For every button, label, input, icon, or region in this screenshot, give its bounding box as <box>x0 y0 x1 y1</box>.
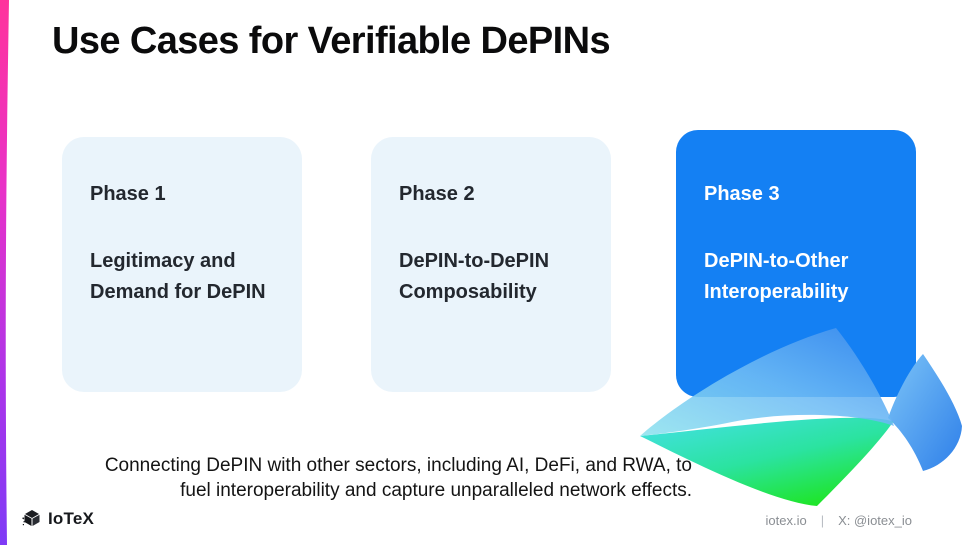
phase-card-1: Phase 1 Legitimacy and Demand for DePIN <box>62 137 302 392</box>
phase-label: Phase 1 <box>90 183 166 205</box>
footer-links: iotex.io | X: @iotex_io <box>766 513 913 528</box>
footer-website: iotex.io <box>765 513 807 528</box>
card-title-line: Interoperability <box>704 281 849 303</box>
logo-text: IoTeX <box>48 509 95 528</box>
iotex-logo: IoTeX <box>22 507 94 531</box>
card-title-line: DePIN-to-Other <box>704 250 849 272</box>
card-title-line: Composability <box>399 281 537 303</box>
card-title-line: Legitimacy and <box>90 250 236 272</box>
summary-line-2: fuel interoperability and capture unpara… <box>180 480 692 501</box>
summary-text: Connecting DePIN with other sectors, inc… <box>88 453 692 503</box>
phase-card-2: Phase 2 DePIN-to-DePIN Composability <box>371 137 611 392</box>
iotex-cube-icon <box>22 510 40 526</box>
footer-separator: | <box>820 513 825 528</box>
phase-label: Phase 2 <box>399 183 475 205</box>
card-title-line: Demand for DePIN <box>90 281 266 303</box>
phase-label: Phase 3 <box>704 183 780 205</box>
left-gradient-strip <box>0 0 9 545</box>
ribbon-swoosh-graphic <box>640 328 962 506</box>
slide-title: Use Cases for Verifiable DePINs <box>52 20 611 62</box>
card-title-line: DePIN-to-DePIN <box>399 250 550 272</box>
footer-social-handle: X: @iotex_io <box>838 513 912 528</box>
summary-line-1: Connecting DePIN with other sectors, inc… <box>104 455 692 476</box>
